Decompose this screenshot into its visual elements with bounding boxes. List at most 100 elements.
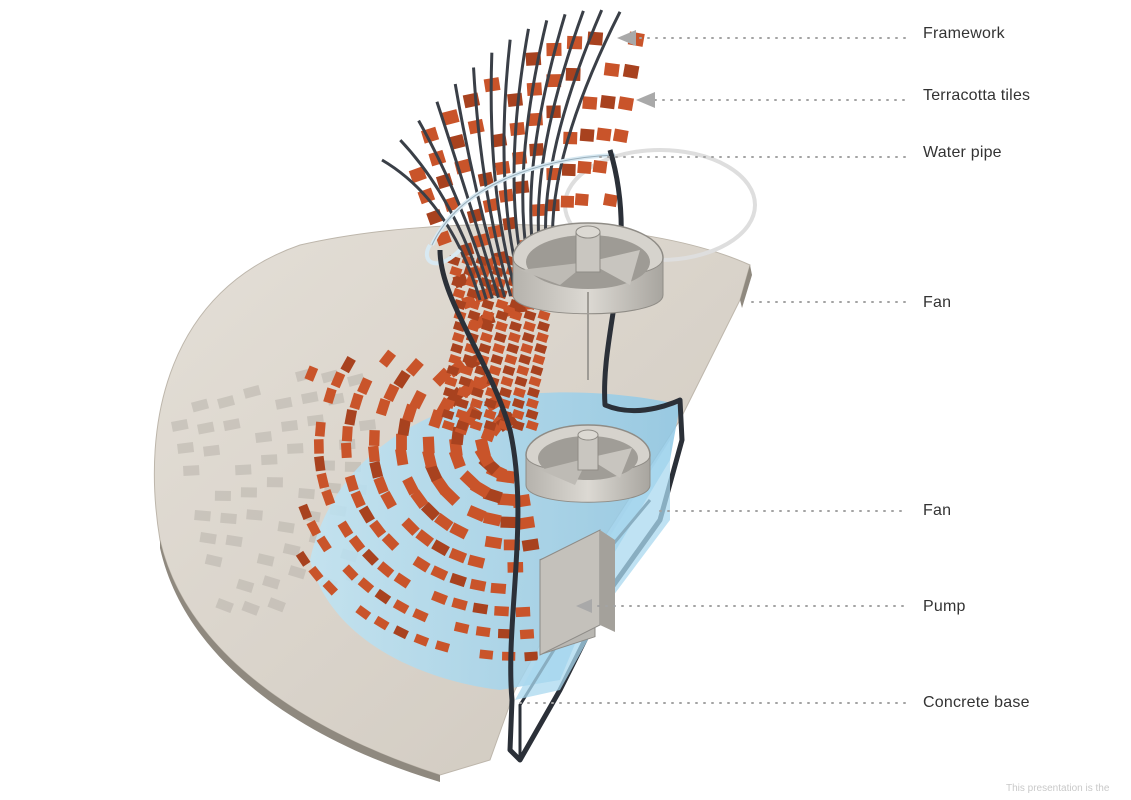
terracotta-tile — [337, 520, 354, 538]
terracotta-tile — [525, 419, 539, 432]
terracotta-tile — [348, 535, 366, 553]
terracotta-tile — [493, 332, 507, 344]
terracotta-tile — [514, 376, 528, 388]
terracotta-tile — [368, 430, 380, 447]
terracotta-tile — [458, 375, 472, 388]
terracotta-tile — [519, 629, 535, 640]
shadow-tile — [225, 534, 243, 548]
terracotta-tile — [480, 321, 494, 333]
terracotta-tile — [321, 489, 336, 506]
shadow-tile — [196, 421, 215, 435]
terracotta-tile — [521, 538, 540, 552]
terracotta-tile — [362, 548, 379, 566]
terracotta-tile — [484, 535, 503, 550]
terracotta-tile — [498, 386, 512, 399]
shadow-tile — [301, 391, 319, 405]
terracotta-tile — [602, 193, 618, 208]
terracotta-tile — [509, 121, 526, 136]
terracotta-tile — [435, 173, 454, 190]
terracotta-tile — [603, 62, 620, 77]
terracotta-tile — [340, 356, 356, 374]
terracotta-tile — [412, 556, 431, 573]
terracotta-tile — [502, 365, 516, 377]
shadow-tile — [240, 487, 257, 498]
arrow-pump — [576, 599, 592, 613]
shadow-tile — [275, 396, 293, 410]
lower-tile-bowl — [295, 349, 540, 662]
terracotta-tile — [316, 535, 332, 553]
terracotta-tile — [455, 420, 469, 432]
terracotta-tile — [525, 398, 539, 410]
terracotta-tile — [322, 579, 339, 596]
terracotta-tile — [506, 342, 520, 355]
terracotta-tile — [532, 354, 546, 366]
terracotta-tile — [472, 376, 486, 388]
terracotta-tile — [509, 310, 523, 322]
terracotta-tile — [528, 376, 542, 388]
terracotta-tile — [316, 472, 330, 489]
terracotta-tile — [431, 590, 448, 605]
terracotta-tile — [529, 143, 544, 157]
shadow-tile — [217, 395, 236, 409]
terracotta-tile — [455, 397, 469, 410]
arrow-terracotta — [636, 92, 655, 108]
shadow-tile — [203, 444, 221, 457]
terracotta-tile — [490, 354, 504, 366]
terracotta-tile — [395, 448, 409, 466]
terracotta-tile — [441, 109, 460, 126]
label-fan-upper: Fan — [923, 294, 952, 311]
terracotta-tile — [466, 320, 480, 333]
terracotta-tile — [455, 409, 469, 421]
shadow-tile — [182, 465, 200, 476]
terracotta-tile — [516, 516, 536, 530]
terracotta-tile — [448, 547, 468, 564]
terracotta-tile — [449, 265, 463, 278]
footer-note: This presentation is the — [1006, 783, 1110, 794]
terracotta-tile — [470, 387, 484, 399]
terracotta-tile — [536, 321, 550, 333]
shadow-tile — [176, 442, 195, 454]
terracotta-tile — [456, 386, 470, 399]
terracotta-tile — [314, 421, 326, 437]
terracotta-tile — [344, 409, 358, 426]
terracotta-tile — [488, 365, 502, 377]
terracotta-tile — [422, 449, 437, 469]
terracotta-tile — [479, 332, 493, 344]
terracotta-tile — [460, 364, 474, 377]
terracotta-tile — [469, 398, 483, 410]
terracotta-tile — [420, 501, 441, 521]
terracotta-tile — [469, 578, 487, 592]
terracotta-tile — [308, 565, 324, 582]
terracotta-tile — [500, 375, 514, 388]
terracotta-tile — [430, 565, 449, 581]
terracotta-tile — [402, 403, 418, 423]
terracotta-tile — [408, 166, 427, 184]
terracotta-tile — [381, 533, 400, 551]
terracotta-tile — [512, 386, 526, 399]
terracotta-tile — [374, 588, 392, 605]
terracotta-tile — [393, 370, 411, 389]
terracotta-tile — [515, 606, 531, 618]
terracotta-tile — [377, 561, 395, 578]
terracotta-tile — [448, 354, 462, 366]
terracotta-tile — [358, 505, 375, 524]
terracotta-tile — [442, 387, 456, 399]
terracotta-tile — [537, 309, 551, 322]
terracotta-tile — [369, 460, 384, 479]
terracotta-tile — [344, 474, 359, 493]
terracotta-tile — [469, 409, 483, 421]
shadow-tile — [267, 597, 286, 613]
terracotta-tile — [422, 436, 435, 454]
terracotta-tile — [500, 516, 518, 529]
terracotta-tile — [412, 608, 429, 623]
terracotta-tile — [481, 298, 495, 311]
terracotta-tile — [393, 572, 411, 589]
lower-fan — [525, 424, 651, 503]
terracotta-tile — [342, 564, 359, 581]
shadow-tile — [215, 598, 234, 614]
terracotta-tile — [483, 408, 497, 421]
terracotta-tile — [330, 371, 346, 389]
terracotta-tile — [503, 539, 520, 551]
terracotta-tile — [367, 445, 380, 463]
terracotta-tile — [592, 160, 608, 174]
